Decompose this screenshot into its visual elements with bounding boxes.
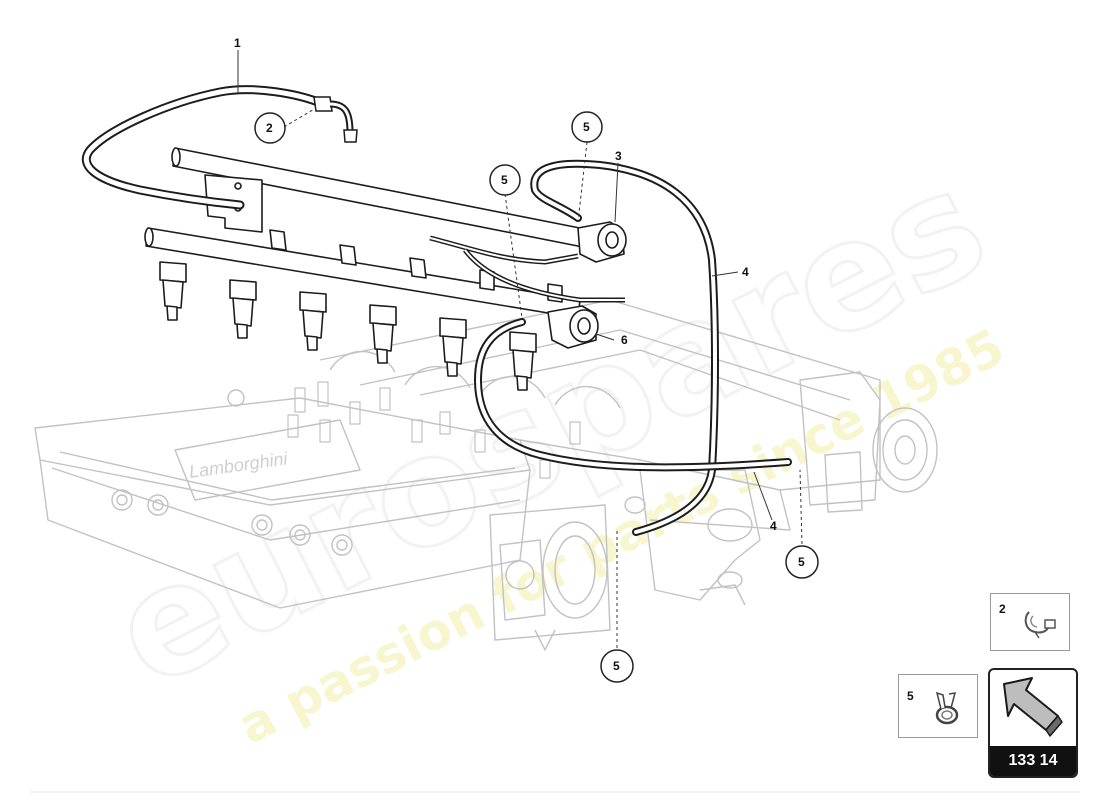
- injector: [439, 317, 467, 377]
- svg-text:6: 6: [621, 333, 628, 347]
- svg-text:4: 4: [770, 519, 777, 533]
- callout-2: 2: [254, 112, 286, 144]
- pressure-regulator-6: [547, 305, 599, 349]
- injector: [509, 331, 537, 391]
- detail-box-label: 2: [999, 602, 1006, 616]
- injector: [159, 261, 187, 321]
- injector: [299, 291, 327, 351]
- callout-5-right: 5: [785, 545, 819, 579]
- hose-clamp-icon: [1024, 611, 1056, 639]
- svg-text:2: 2: [266, 121, 273, 135]
- navigate-section-button[interactable]: 133 14: [988, 668, 1078, 778]
- svg-text:1: 1: [234, 36, 241, 50]
- svg-text:3: 3: [615, 149, 622, 163]
- detail-box-part-2: 2: [990, 593, 1070, 651]
- spring-clip-icon: [935, 691, 959, 725]
- callout-5-top-left: 5: [489, 164, 521, 196]
- detail-box-part-5: 5: [898, 674, 978, 738]
- arrow-up-left-icon: [1003, 677, 1063, 737]
- vacuum-hose-4: [473, 159, 792, 536]
- callout-6: 6: [621, 333, 628, 347]
- fuel-rail-assembly: [144, 147, 627, 391]
- callout-4-lower: 4: [770, 519, 777, 533]
- svg-text:4: 4: [742, 265, 749, 279]
- svg-text:5: 5: [583, 120, 590, 134]
- svg-text:5: 5: [613, 659, 620, 673]
- callout-1: 1: [234, 36, 241, 50]
- injector: [369, 304, 397, 364]
- section-code: 133 14: [990, 746, 1076, 776]
- callout-5-bottom: 5: [600, 649, 634, 683]
- svg-text:5: 5: [798, 555, 805, 569]
- fuel-hose-1: [81, 85, 358, 210]
- callout-4-upper: 4: [742, 265, 749, 279]
- detail-box-label: 5: [907, 689, 914, 703]
- callout-3: 3: [615, 149, 622, 163]
- pressure-regulator-3: [577, 221, 627, 263]
- leader-lines: [237, 50, 803, 648]
- callout-5-top-right: 5: [571, 111, 603, 143]
- svg-text:5: 5: [501, 173, 508, 187]
- injector: [229, 279, 257, 339]
